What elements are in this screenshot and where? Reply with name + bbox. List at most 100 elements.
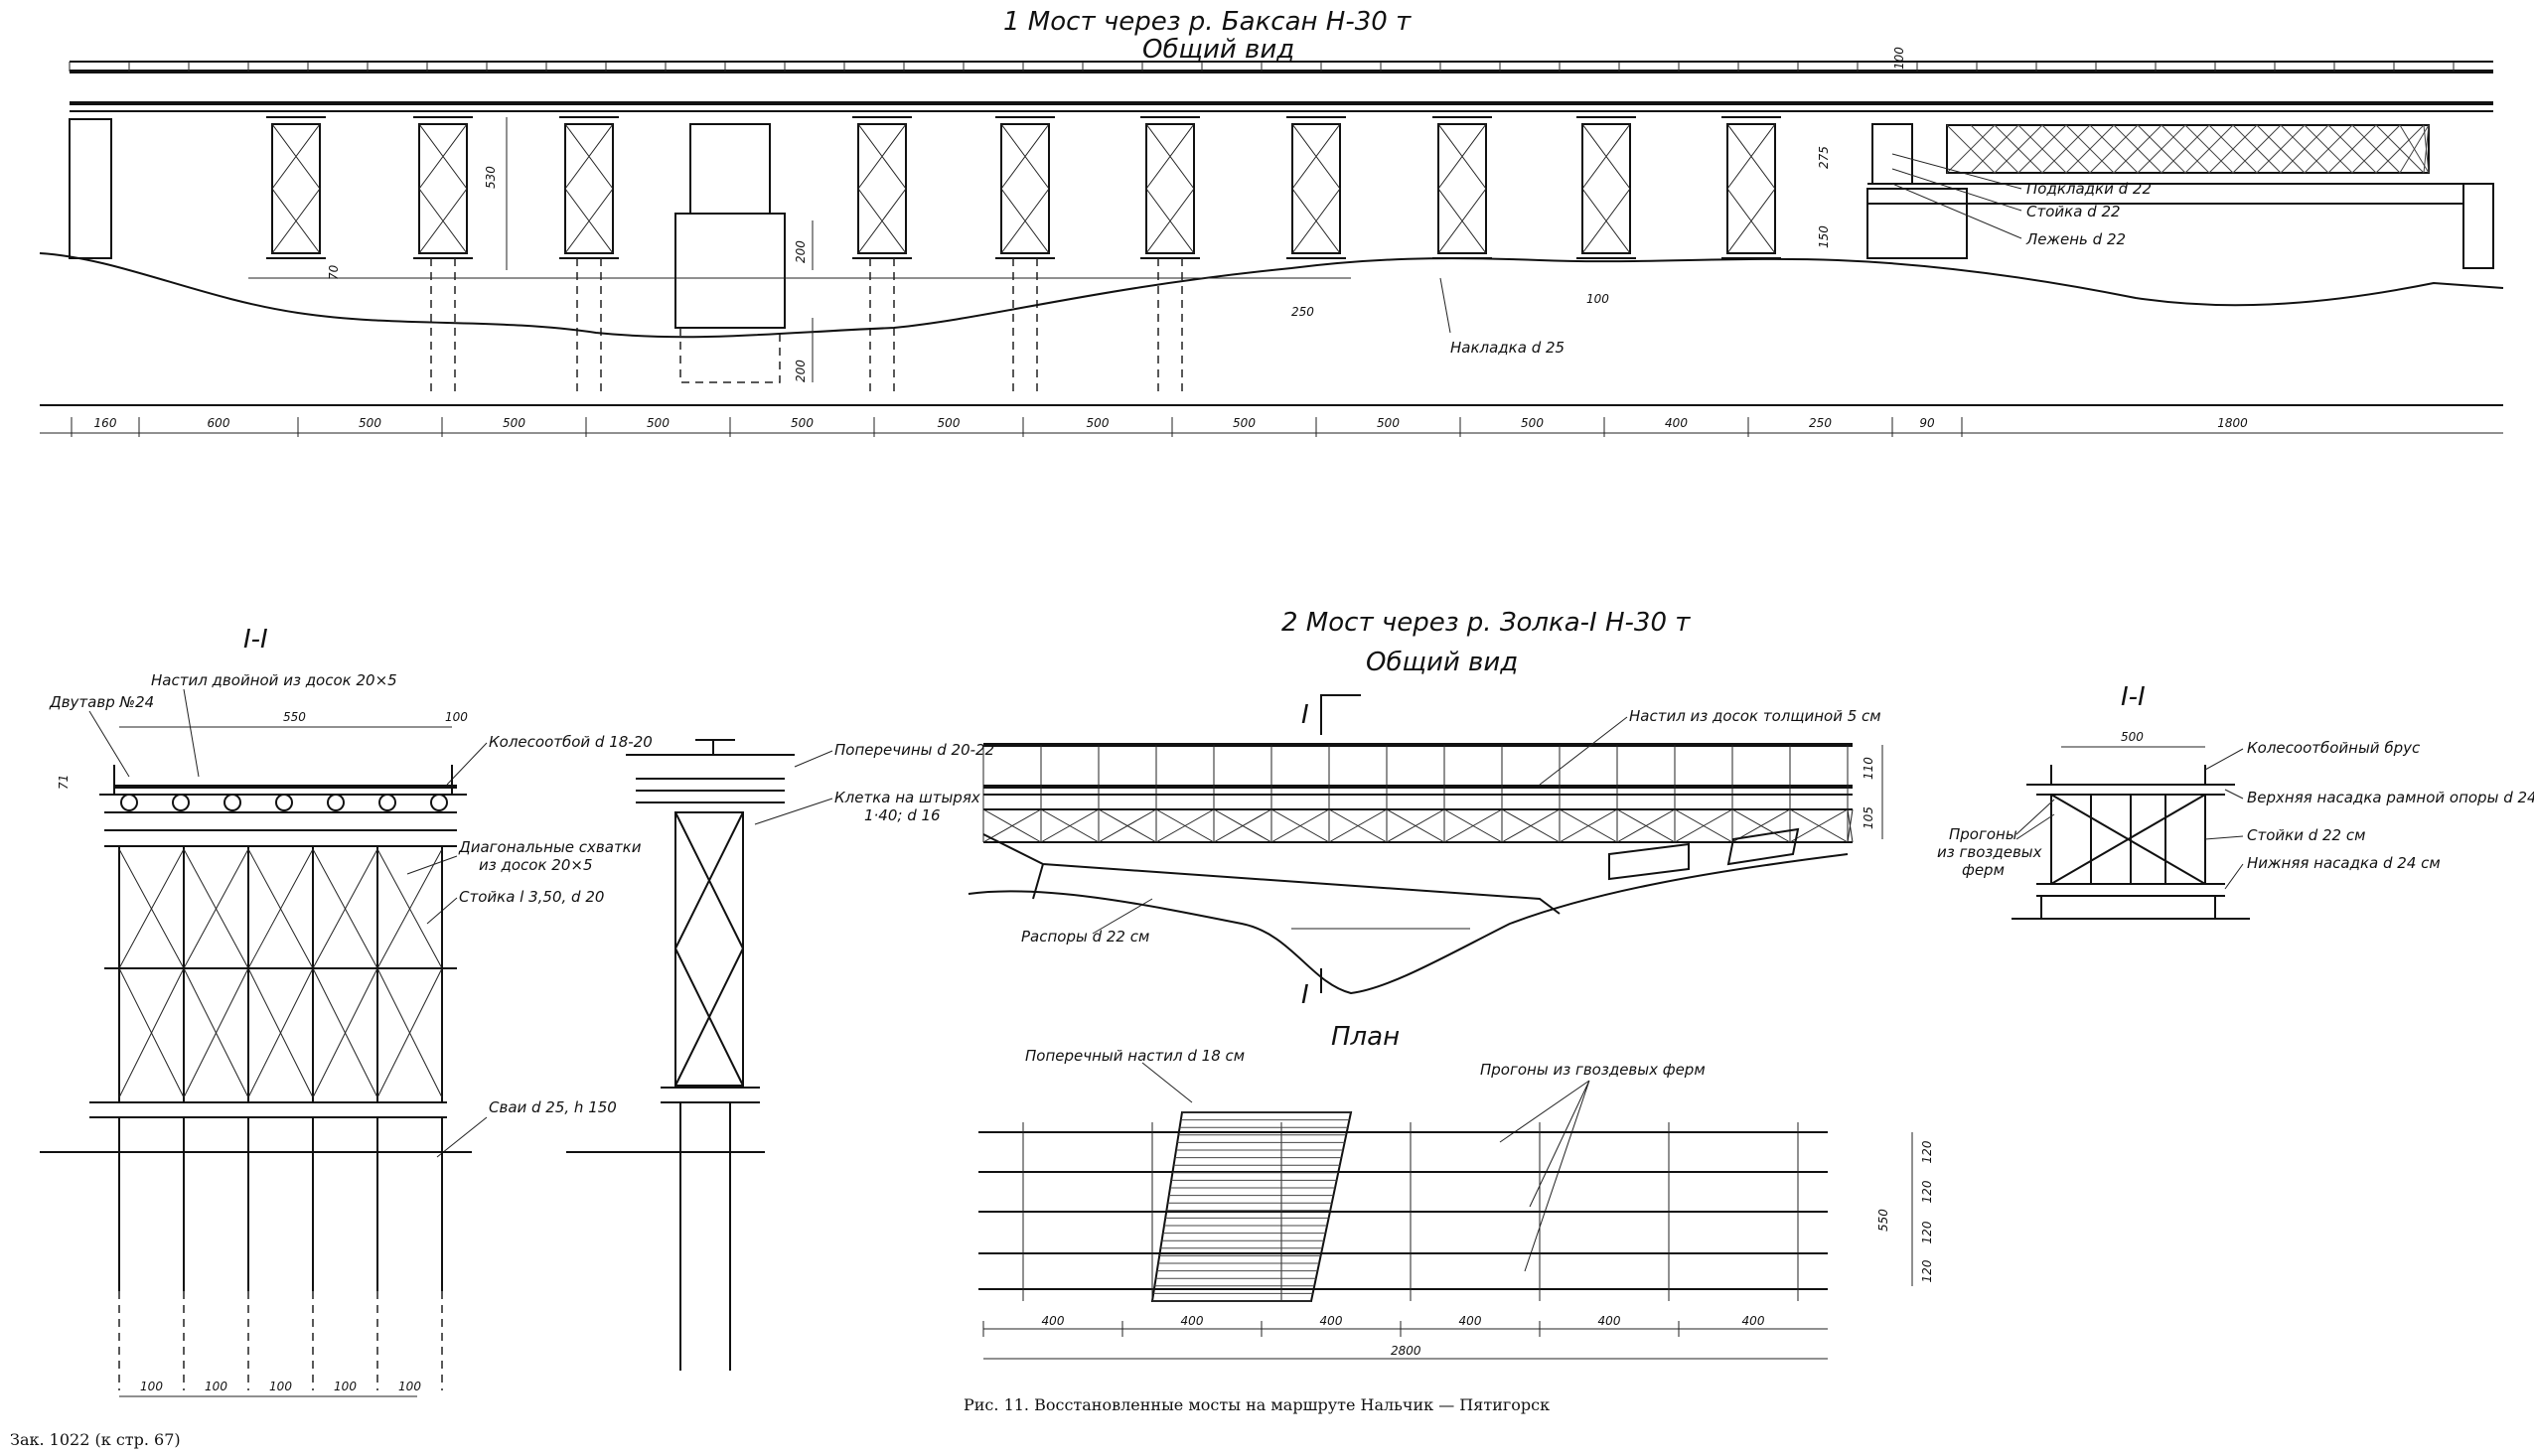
bridge1-railing bbox=[70, 61, 2493, 112]
pier-frame bbox=[418, 123, 468, 254]
pier-frame bbox=[689, 123, 771, 215]
truss-diagonal bbox=[982, 808, 1042, 843]
pier-cap bbox=[266, 116, 326, 259]
plan-side-label: 120 bbox=[1920, 1180, 1934, 1203]
bridge1-height-200b: 200 bbox=[794, 360, 808, 382]
bridge1-right-abutment bbox=[1866, 188, 1968, 259]
plan-total-length: 2800 bbox=[1391, 1344, 1421, 1358]
section-left-pile-cap bbox=[89, 1101, 447, 1118]
truss-lattice-bar bbox=[2280, 124, 2329, 174]
bridge2-title: 2 Мост через р. Золка-I Н-30 т bbox=[1281, 608, 1691, 638]
pier-bracing bbox=[1726, 123, 1776, 254]
bridge1-callout-leaders bbox=[1891, 153, 2022, 239]
section-right-label-verkh: Верхняя насадка рамной опоры d 24 см bbox=[2247, 789, 2534, 806]
truss-lattice-bar bbox=[2327, 124, 2377, 174]
bent-diagonal-brace bbox=[376, 848, 443, 1098]
deck-beam-section bbox=[430, 794, 448, 811]
bridge1-height-150: 150 bbox=[1817, 225, 1831, 248]
pier-frame bbox=[1437, 123, 1487, 254]
pier-bracing bbox=[1437, 123, 1487, 254]
deck-beam-section bbox=[224, 794, 241, 811]
truss-diagonal bbox=[1213, 808, 1272, 843]
pier-bracing bbox=[1145, 123, 1195, 254]
pier-foundation-hidden bbox=[679, 328, 781, 383]
pier-bracing bbox=[564, 123, 614, 254]
bridge1-span-label: 500 bbox=[938, 416, 961, 430]
pier-cap bbox=[1432, 116, 1492, 259]
section-side-label-shtyri: 1·40; d 16 bbox=[864, 806, 941, 824]
bridge1-span-label: 500 bbox=[359, 416, 381, 430]
pier-frame bbox=[1000, 123, 1050, 254]
plan-deck-outline bbox=[1150, 1111, 1353, 1302]
section-side: Поперечины d 20-22 Клетка на штырях 1·40… bbox=[566, 739, 994, 1371]
bridge1-nakladka-leader bbox=[1439, 277, 1451, 334]
section-right-bracing bbox=[2050, 794, 2206, 885]
bridge1-girder bbox=[1867, 183, 2463, 205]
bridge1-height-200a: 200 bbox=[794, 240, 808, 263]
section-side-sill bbox=[661, 1087, 760, 1103]
plan-side-label: 120 bbox=[1920, 1140, 1934, 1163]
pier-frame bbox=[857, 123, 907, 254]
truss-lattice-bar bbox=[2161, 124, 2210, 174]
bridge2-label-raspory: Распоры d 22 см bbox=[1021, 928, 1149, 946]
pier-bracing bbox=[857, 123, 907, 254]
section-side-bracing bbox=[674, 811, 744, 1087]
section-left-caps bbox=[99, 794, 467, 847]
plan-total-width: 550 bbox=[1876, 1209, 1890, 1232]
section-right-label-brus: Колесоотбойный брус bbox=[2247, 739, 2421, 757]
pier-cap bbox=[1140, 116, 1200, 259]
bridge2-old-debris bbox=[1608, 827, 1800, 881]
section-right-width: 500 bbox=[2121, 730, 2144, 744]
bridge1-pier-width-250: 250 bbox=[1291, 305, 1314, 319]
bridge1-callout-stoyka: Стойка d 22 bbox=[2026, 203, 2121, 220]
truss-diagonal bbox=[1155, 808, 1215, 843]
truss-lattice-bar bbox=[2065, 124, 2115, 174]
pier-frame bbox=[1145, 123, 1195, 254]
section-right-label-nizh: Нижняя насадка d 24 см bbox=[2247, 854, 2441, 872]
pile-spacing-label: 100 bbox=[205, 1380, 227, 1393]
plan-span-label: 400 bbox=[1042, 1314, 1065, 1328]
plan-label-nastil: Поперечный настил d 18 см bbox=[1025, 1047, 1245, 1065]
plan-span-label: 400 bbox=[1598, 1314, 1621, 1328]
pier-cap bbox=[1721, 116, 1781, 259]
section-side-frame bbox=[674, 811, 744, 1087]
bridge2-subtitle: Общий вид bbox=[1366, 648, 1518, 677]
section-left-label-nastil: Настил двойной из досок 20×5 bbox=[151, 671, 397, 689]
section-left-offset: 100 bbox=[445, 710, 468, 724]
bridge1-span-label: 500 bbox=[1087, 416, 1110, 430]
section-left-label-dvutavr: Двутавр №24 bbox=[49, 693, 154, 711]
truss-diagonal bbox=[1040, 808, 1100, 843]
truss-lattice-bar bbox=[2041, 124, 2091, 174]
bridge1-pier-width-100: 100 bbox=[1586, 292, 1609, 306]
bridge1-span-label: 1800 bbox=[2217, 416, 2248, 430]
bridge2-ground bbox=[968, 853, 1849, 995]
bridge2-truss bbox=[982, 745, 1854, 843]
bent-diagonal-brace bbox=[183, 848, 249, 1098]
deck-beam-section bbox=[327, 794, 345, 811]
section-right-label-progony: Прогоны bbox=[1949, 825, 2017, 843]
pier-cap bbox=[1286, 116, 1346, 259]
bridge1-railing-posts bbox=[69, 62, 2455, 72]
section-right-sill bbox=[2036, 883, 2225, 897]
section-side-top-post bbox=[695, 739, 735, 755]
truss-lattice-bar bbox=[2089, 124, 2139, 174]
pile-spacing-label: 100 bbox=[140, 1380, 163, 1393]
pier-piles bbox=[576, 258, 602, 392]
section-right-label-stoyki: Стойки d 22 см bbox=[2247, 826, 2365, 844]
truss-lattice-bar bbox=[1994, 124, 2043, 174]
section-side-label-poperechiny: Поперечины d 20-22 bbox=[834, 741, 994, 759]
truss-diagonal bbox=[1616, 808, 1676, 843]
truss-diagonal bbox=[1270, 808, 1330, 843]
truss-lattice-bar bbox=[2208, 124, 2258, 174]
plan-stringers bbox=[978, 1122, 1828, 1301]
section-left-label-svai: Сваи d 25, h 150 bbox=[489, 1098, 617, 1116]
pier-bracing bbox=[1000, 123, 1050, 254]
bridge1-callout-nakladka: Накладка d 25 bbox=[1450, 339, 1565, 357]
truss-lattice-bar bbox=[2232, 124, 2282, 174]
bridge1-span-label: 160 bbox=[94, 416, 117, 430]
bridge1-height-dim-lines bbox=[506, 117, 814, 382]
bridge1-callout-podkladki: Подкладки d 22 bbox=[2026, 180, 2152, 198]
